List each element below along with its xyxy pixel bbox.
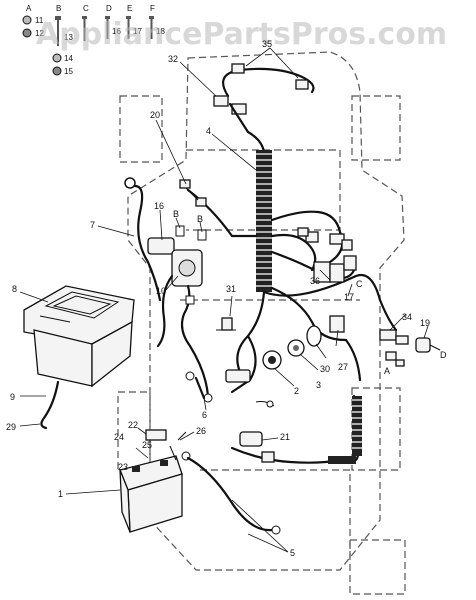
screw-icon xyxy=(105,16,110,39)
callout-16: 16 xyxy=(154,201,164,211)
callout-3: 3 xyxy=(316,380,321,390)
callout-7: 7 xyxy=(90,220,95,230)
callout-21: 21 xyxy=(280,432,290,442)
callout-26: 26 xyxy=(196,426,206,436)
washer-icon xyxy=(52,53,62,63)
callout-27: 27 xyxy=(338,362,348,372)
bolt-icon xyxy=(55,16,61,46)
callout-6: 6 xyxy=(202,410,207,420)
ground-wire xyxy=(124,177,162,302)
callout-30: 30 xyxy=(320,364,330,374)
nut-icon xyxy=(52,66,62,76)
letter-c-1: C xyxy=(356,279,363,289)
callout-10: 10 xyxy=(156,286,166,296)
callout-labels: 35 32 20 4 7 16 B B 8 10 31 36 C 17 34 1… xyxy=(6,39,447,558)
letter-a-1: A xyxy=(384,366,390,376)
callout-2: 2 xyxy=(294,386,299,396)
interlock-switches xyxy=(379,329,441,367)
callout-20: 20 xyxy=(150,110,160,120)
callout-5: 5 xyxy=(290,548,295,558)
letter-d-1: D xyxy=(440,350,447,360)
key-number-16: 16 xyxy=(112,27,121,36)
callout-35: 35 xyxy=(262,39,272,49)
callout-31: 31 xyxy=(226,284,236,294)
leader-lines xyxy=(19,47,429,553)
key-letter-f: F xyxy=(150,4,155,13)
key-letter-e: E xyxy=(127,4,132,13)
battery-cables xyxy=(181,446,342,535)
callout-9: 9 xyxy=(10,392,15,402)
callout-32: 32 xyxy=(168,54,178,64)
callout-25: 25 xyxy=(142,440,152,450)
starter-solenoid xyxy=(239,394,362,464)
screw-icon xyxy=(126,16,131,39)
screw-icon xyxy=(82,16,87,41)
key-number-18: 18 xyxy=(156,27,165,36)
letter-b-2: B xyxy=(197,214,203,224)
key-number-15: 15 xyxy=(64,67,73,76)
callout-19: 19 xyxy=(420,318,430,328)
letter-b-1: B xyxy=(173,209,179,219)
callout-34: 34 xyxy=(402,312,412,322)
key-letter-d: D xyxy=(106,4,112,13)
harness-branches xyxy=(186,188,398,394)
headlight-harness xyxy=(213,63,315,134)
callout-36: 36 xyxy=(310,276,320,286)
battery-strap xyxy=(40,380,60,430)
callout-24: 24 xyxy=(114,432,124,442)
battery xyxy=(119,429,187,533)
callout-1: 1 xyxy=(58,489,63,499)
key-number-11: 11 xyxy=(35,16,44,25)
key-letter-b: B xyxy=(56,4,61,13)
wire-6 xyxy=(185,371,275,408)
callout-29: 29 xyxy=(6,422,16,432)
ignition-switch xyxy=(147,225,213,403)
callout-23: 23 xyxy=(118,462,128,472)
key-number-14: 14 xyxy=(64,54,73,63)
callout-17: 17 xyxy=(344,292,354,302)
connector-20 xyxy=(179,179,207,207)
watermark: AppliancePartsPros.com xyxy=(36,17,447,52)
washer-icon xyxy=(22,15,32,25)
hardware-key: A B C D E F 11 12 13 14 15 16 17 18 xyxy=(22,4,165,76)
callout-4: 4 xyxy=(206,126,211,136)
key-number-12: 12 xyxy=(35,29,44,38)
key-number-17: 17 xyxy=(133,27,142,36)
dash-components xyxy=(216,315,345,383)
key-number-13: 13 xyxy=(64,33,73,42)
battery-tray xyxy=(23,285,135,388)
key-letter-a: A xyxy=(26,4,32,13)
callout-8: 8 xyxy=(12,284,17,294)
callout-22: 22 xyxy=(128,420,138,430)
harness-conduit xyxy=(246,130,272,292)
key-letter-c: C xyxy=(83,4,89,13)
nut-icon xyxy=(22,28,32,38)
screw-icon xyxy=(149,16,154,39)
